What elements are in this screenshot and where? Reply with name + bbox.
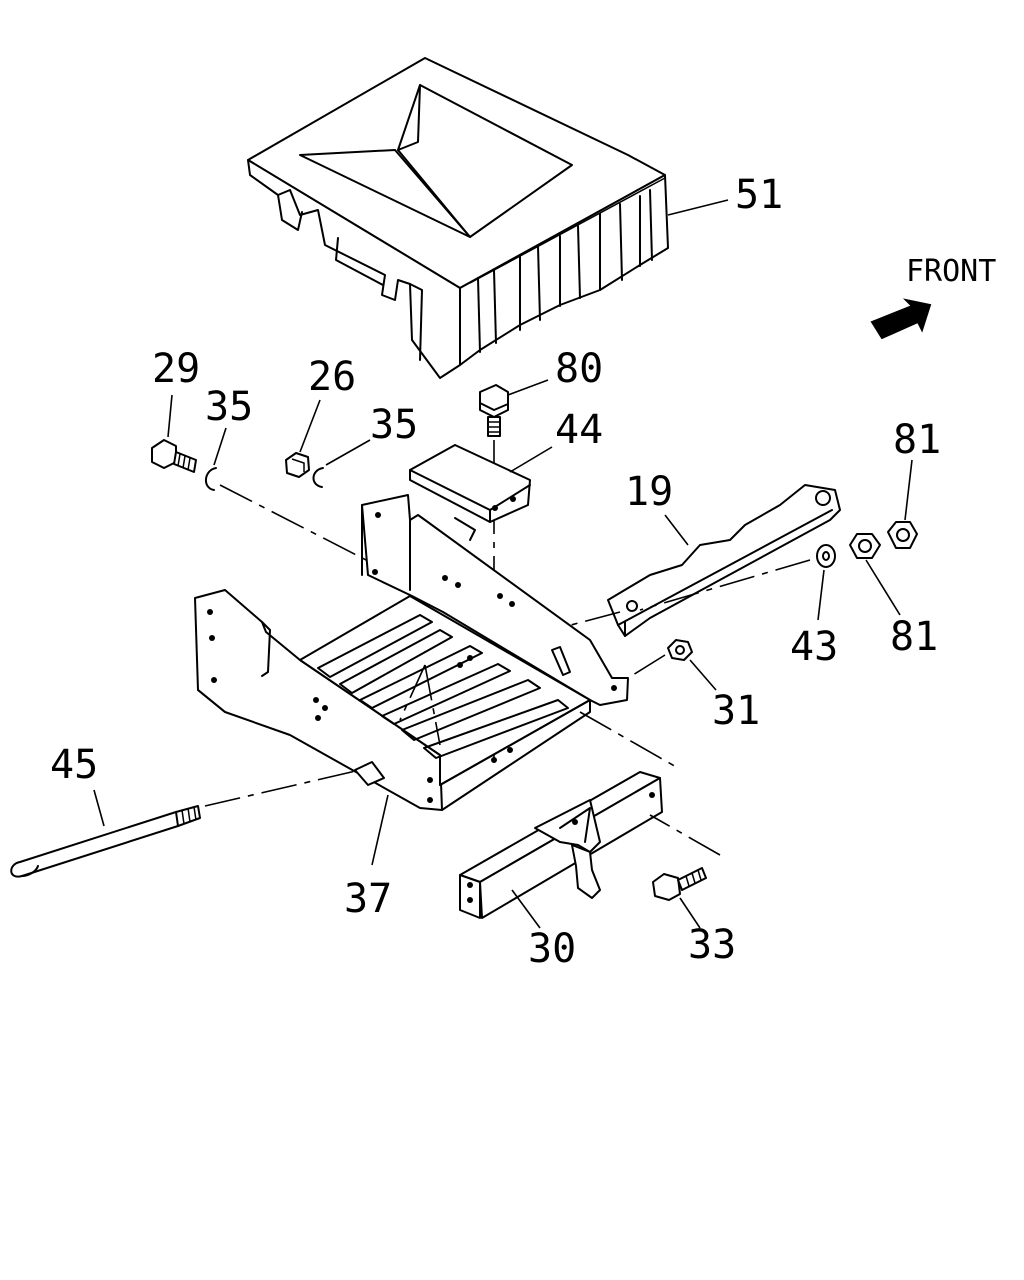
callout-31: 31 <box>712 688 760 734</box>
leader-80 <box>507 379 549 396</box>
callout-43: 43 <box>790 624 838 670</box>
callout-80: 80 <box>555 346 603 392</box>
centerline-31 <box>627 654 666 679</box>
spring-washer-35-right <box>312 467 324 488</box>
callout-81-lower: 81 <box>890 614 938 660</box>
j-bolt-45 <box>10 805 201 878</box>
bolt-33 <box>652 867 707 901</box>
callout-44: 44 <box>555 407 603 453</box>
front-direction-arrow-icon <box>870 298 932 340</box>
leader-19 <box>664 514 689 546</box>
centerline-tray-diag-2 <box>399 664 426 721</box>
leader-45 <box>93 789 105 827</box>
front-direction-label: FRONT <box>906 254 996 289</box>
callout-26: 26 <box>308 354 356 400</box>
leader-51 <box>667 199 729 216</box>
callout-35-right: 35 <box>370 402 418 448</box>
callout-37: 37 <box>344 876 392 922</box>
spring-washer-35-left <box>205 467 217 491</box>
centerline-tray-diag <box>424 664 441 746</box>
nut-26 <box>285 452 310 478</box>
centerline-29 <box>219 484 371 563</box>
callout-30: 30 <box>528 926 576 972</box>
bracket-44 <box>409 444 531 523</box>
callout-35-left: 35 <box>205 384 253 430</box>
bolt-80 <box>479 384 509 437</box>
callout-19: 19 <box>625 469 673 515</box>
centerline-30 <box>579 711 679 769</box>
nut-31 <box>667 639 693 661</box>
callout-45: 45 <box>50 742 98 788</box>
leader-29 <box>167 394 173 438</box>
callout-81-upper: 81 <box>893 417 941 463</box>
callout-33: 33 <box>688 922 736 968</box>
leader-37 <box>371 794 389 866</box>
leader-81-lower <box>865 559 901 616</box>
callout-51: 51 <box>735 172 783 218</box>
rail-19 <box>607 484 841 637</box>
bolt-29 <box>151 439 197 473</box>
battery-tray-37 <box>194 494 629 811</box>
leader-26 <box>299 399 321 453</box>
centerline-33 <box>649 814 721 856</box>
leader-30 <box>511 889 541 929</box>
nut-81-upper <box>887 521 918 549</box>
leader-35-left <box>213 427 227 466</box>
battery-cover-51 <box>247 57 669 379</box>
leader-43 <box>817 569 825 621</box>
centerline-81 <box>639 559 811 611</box>
crossmember-30 <box>459 771 663 919</box>
leader-31 <box>689 659 717 691</box>
leader-44 <box>509 446 553 473</box>
leader-33 <box>679 897 701 929</box>
washer-43 <box>816 544 836 568</box>
nut-81-lower <box>849 533 881 559</box>
centerline-45 <box>204 769 361 807</box>
leader-35-right <box>325 439 371 466</box>
callout-29: 29 <box>152 346 200 392</box>
leader-81-upper <box>904 459 913 521</box>
